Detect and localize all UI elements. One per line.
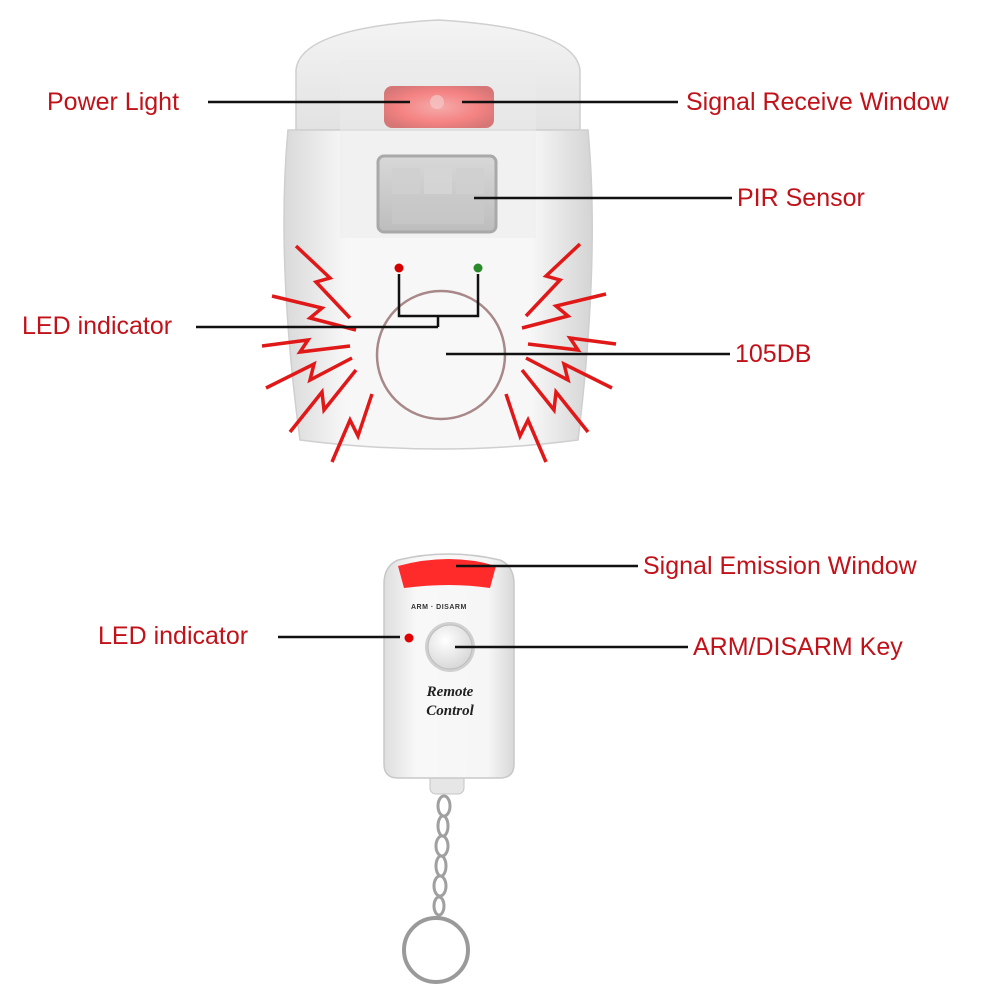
remote-brand-line2: Control <box>426 703 474 719</box>
leader-lines <box>196 100 732 649</box>
label-volume: 105DB <box>735 340 812 368</box>
red-led <box>394 263 404 273</box>
key-ring <box>402 916 470 984</box>
remote-led <box>404 633 414 643</box>
label-arm-disarm-key: ARM/DISARM Key <box>693 633 903 661</box>
label-pir-sensor: PIR Sensor <box>737 184 865 212</box>
remote-brand-line1: Remote <box>426 684 474 700</box>
signal-emission-lens <box>398 559 496 588</box>
button-caption: ARM · DISARM <box>411 604 467 611</box>
alarm-unit <box>283 19 593 450</box>
label-signal-emission-window: Signal Emission Window <box>643 552 917 580</box>
remote-control <box>383 553 515 984</box>
label-power-light: Power Light <box>47 88 180 116</box>
sound-wave-marks <box>261 242 617 463</box>
label-signal-receive-window: Signal Receive Window <box>686 88 949 116</box>
label-led-indicator-remote: LED indicator <box>98 622 249 650</box>
label-led-indicator-alarm: LED indicator <box>22 312 173 340</box>
green-led <box>473 263 483 273</box>
